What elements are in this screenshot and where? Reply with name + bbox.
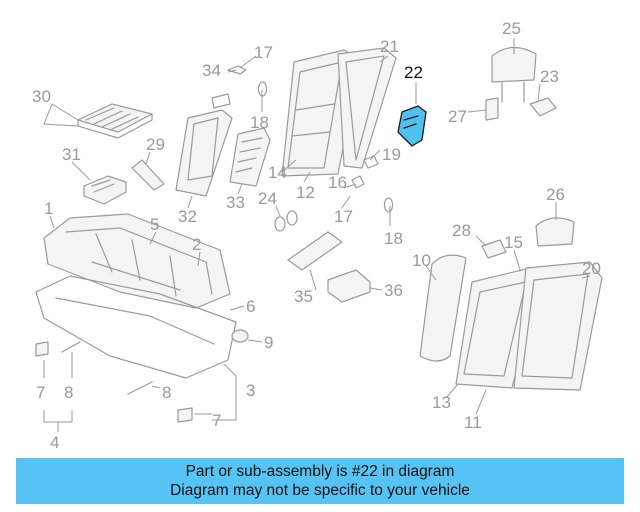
part-4-drawing [35,275,237,379]
callouts: 30 31 29 34 17 18 32 33 14 12 21 22 19 1… [32,19,601,452]
callout-20: 20 [582,259,601,278]
callout-34: 34 [202,61,221,80]
callout-33: 33 [226,193,245,212]
banner-line-1: Part or sub-assembly is #22 in diagram [185,463,455,480]
callout-15: 15 [504,233,523,252]
part-34-drawing [227,65,247,75]
callout-2: 2 [192,235,201,254]
part-7a-drawing [35,341,49,357]
callout-11: 11 [464,413,482,432]
callout-4: 6 [246,297,255,316]
part-8a-drawing [61,341,81,353]
callout-1: 1 [44,199,53,218]
part-strip-drawing [211,93,231,109]
callout-35: 35 [294,287,313,306]
callout-7a: 7 [36,383,45,402]
part-26-drawing [535,217,575,247]
part-30-drawing [77,103,153,139]
part-9-drawing [231,329,249,343]
callout-23: 23 [540,67,559,86]
leader-lines [43,38,591,432]
part-8b-drawing [127,381,153,395]
callout-18a: 18 [250,113,269,132]
part-31-drawing [83,175,127,205]
part-10-drawing [419,254,467,362]
part-1-drawing [43,213,231,309]
callout-17b: 17 [334,207,353,226]
callout-10: 10 [412,251,431,270]
callout-8a: 8 [64,383,73,402]
callout-25: 25 [502,19,521,38]
callout-27: 27 [448,107,467,126]
part-23-drawing [529,97,557,117]
part-21-drawing [337,47,397,169]
part-35-drawing [287,231,343,271]
callout-14: 14 [268,163,287,182]
callout-7b: 7 [212,411,221,430]
callout-22: 22 [404,63,423,82]
callout-21: 21 [380,37,399,56]
callout-26: 26 [546,185,565,204]
callout-24: 24 [258,189,277,208]
callout-3: 5 [150,215,159,234]
callout-12: 12 [296,183,315,202]
callout-30: 30 [32,87,51,106]
callout-6: 3 [246,381,255,400]
part-24-drawing [274,210,298,232]
callout-17a: 17 [254,43,273,62]
callout-32: 32 [178,207,197,226]
info-banner: Part or sub-assembly is #22 in diagram D… [16,458,624,504]
part-19-drawing [363,155,379,169]
parts-diagram: 30 31 29 34 17 18 32 33 14 12 21 22 19 1… [32,19,603,452]
callout-9: 9 [264,333,273,352]
part-25-drawing [491,46,537,103]
callout-13: 13 [432,393,451,412]
callout-19: 19 [382,145,401,164]
part-29-drawing [131,159,165,191]
part-33-drawing [229,127,271,187]
part-36-drawing [327,269,371,303]
part-27-drawing [485,97,499,121]
callout-5: 4 [50,433,59,452]
banner-line-2: Diagram may not be specific to your vehi… [170,482,470,499]
part-18b-drawing [383,197,394,213]
callout-18b: 18 [384,229,403,248]
callout-29: 29 [146,135,165,154]
part-16-drawing [351,175,365,189]
callout-16: 16 [328,173,347,192]
callout-8b: 8 [162,383,171,402]
part-20-drawing [513,261,603,391]
part-28-drawing [481,239,507,259]
callout-36: 36 [384,281,403,300]
part-7b-drawing [177,407,193,423]
callout-28: 28 [452,221,471,240]
callout-31: 31 [62,145,81,164]
part-22-drawing [397,105,427,147]
part-32-drawing [175,109,233,197]
